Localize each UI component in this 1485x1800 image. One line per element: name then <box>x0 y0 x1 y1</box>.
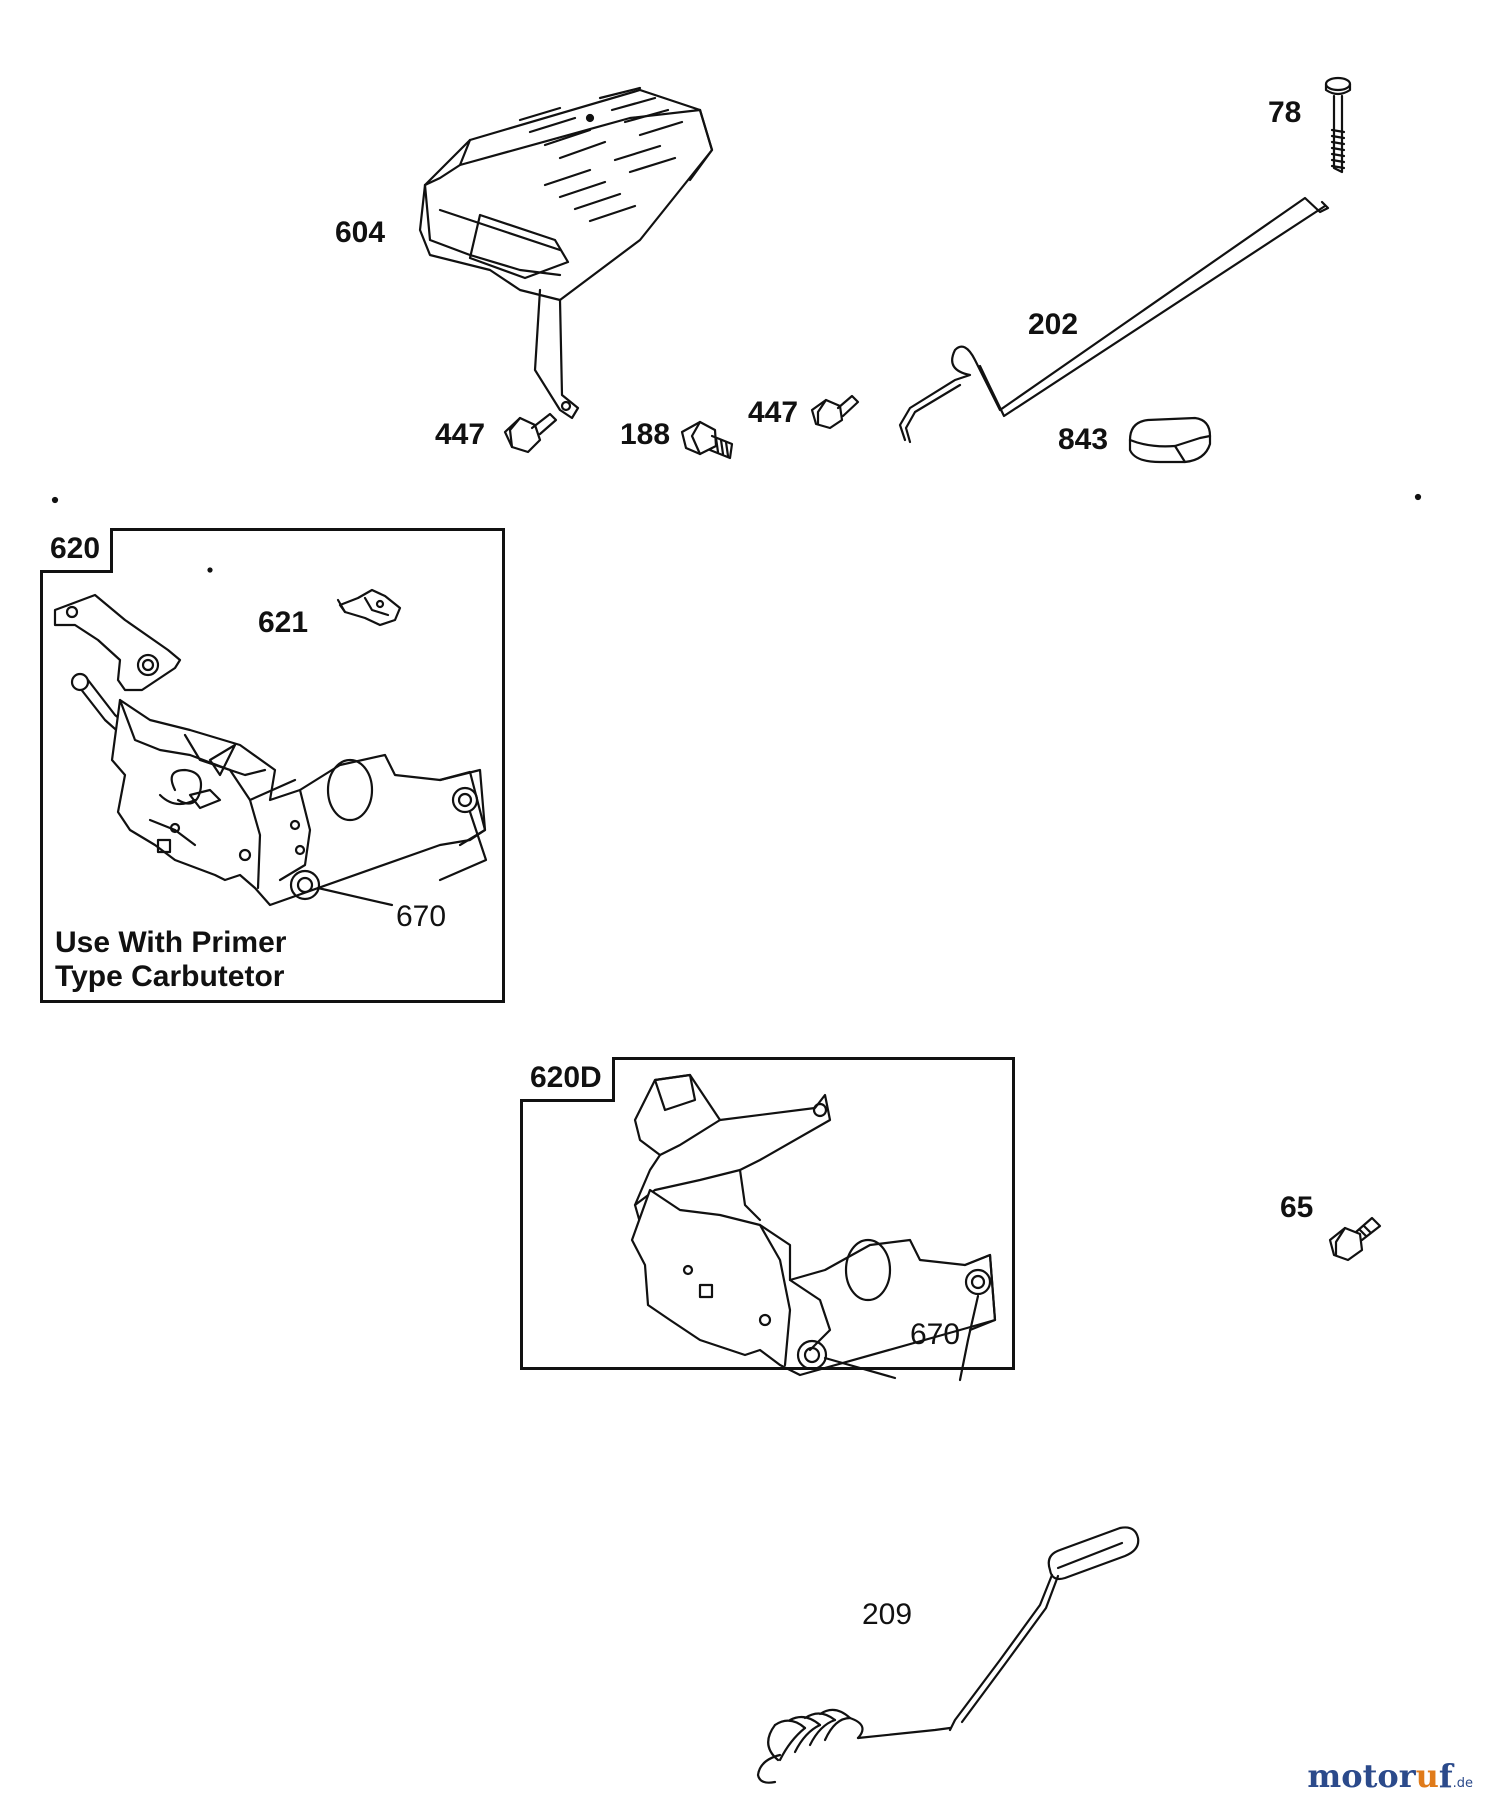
watermark-prefix: motor <box>1307 1757 1416 1795</box>
label-202: 202 <box>1028 308 1079 341</box>
label-670-box-620: 670 <box>396 900 447 933</box>
part-843-block <box>1130 418 1210 462</box>
label-621: 621 <box>258 606 309 639</box>
stray-dot <box>53 498 57 502</box>
part-209-spring <box>758 1527 1138 1782</box>
part-620-control-bracket <box>55 595 486 905</box>
label-209: 209 <box>862 1598 913 1631</box>
box-620-tag: 620 <box>40 528 114 573</box>
label-188: 188 <box>620 418 671 451</box>
label-65: 65 <box>1280 1191 1314 1224</box>
label-447-middle: 447 <box>748 396 799 429</box>
part-188-bolt <box>682 422 732 458</box>
box-620-note-line1: Use With Primer <box>55 926 287 959</box>
part-604-air-cleaner-cover <box>420 88 712 418</box>
watermark-accent: u <box>1415 1757 1439 1795</box>
watermark-suffix: f <box>1438 1757 1453 1795</box>
motoruf-watermark: motoruf.de <box>1307 1760 1473 1792</box>
stray-dot <box>1416 495 1420 499</box>
part-620d-control-bracket <box>632 1075 995 1380</box>
label-447-left: 447 <box>435 418 486 451</box>
box-620d-tag: 620D <box>520 1057 615 1102</box>
watermark-tld: .de <box>1452 1776 1473 1791</box>
part-621-clip <box>338 590 400 625</box>
part-447-screw-middle <box>812 396 858 428</box>
box-620d <box>520 1057 1015 1370</box>
part-447-screw-left <box>505 414 556 452</box>
part-78-screw <box>1326 78 1350 172</box>
stray-dot <box>209 569 212 572</box>
label-604: 604 <box>335 216 386 249</box>
label-670-box-620d: 670 <box>910 1318 961 1351</box>
part-202-governor-rod <box>900 198 1328 442</box>
part-65-screw <box>1330 1218 1380 1260</box>
label-78: 78 <box>1268 96 1302 129</box>
label-843: 843 <box>1058 423 1109 456</box>
box-620 <box>40 528 505 1003</box>
box-620-note-line2: Type Carbutetor <box>55 960 285 993</box>
